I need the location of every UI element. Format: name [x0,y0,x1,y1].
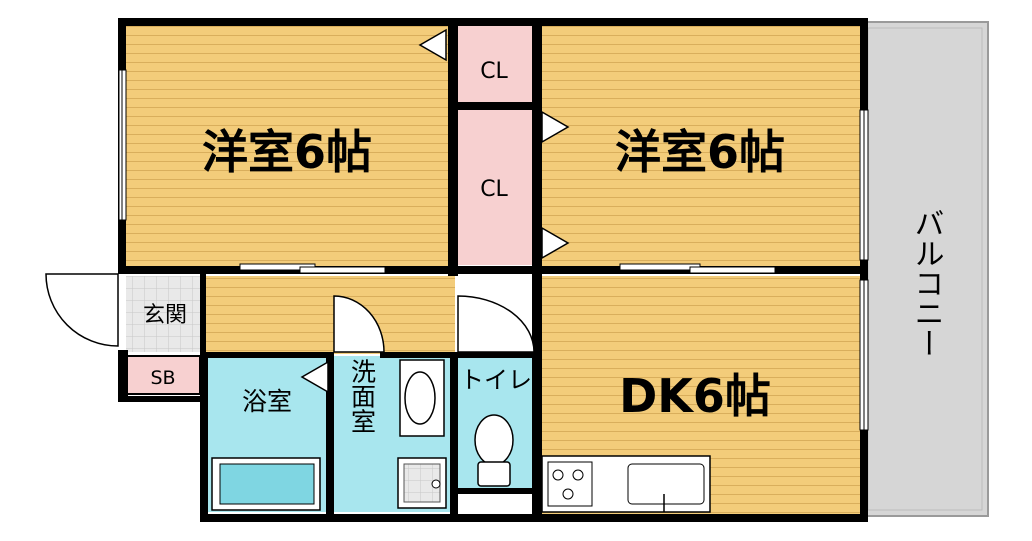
windows [118,69,869,431]
toilet-label: トイレ [460,366,532,394]
washing-machine-pan [397,457,447,509]
closet-door-markers [300,28,570,394]
room-label-western-right: 洋室6帖 [615,125,785,179]
entrance-label: 玄関 [143,303,187,328]
closet-middle [456,110,532,265]
walls [118,18,868,522]
washroom-label: 洗面室 [348,359,377,434]
entrance-floor [126,276,204,352]
wash-basin [399,359,445,437]
shoe-box [125,355,201,395]
bathroom-label: 浴室 [242,387,292,416]
room-label-western-left: 洋室6帖 [202,125,372,179]
shoe-box-label: SB [150,367,175,389]
toilet [474,414,514,487]
stove-icon [547,461,593,507]
hallway-floor [205,276,455,354]
room-label-dk: DK6帖 [619,369,771,423]
swing-doors [45,273,535,353]
sliding-doors [239,263,776,274]
western-room-left-floor [124,24,452,271]
bathtub [211,457,321,511]
closet-middle-label: CL [480,177,508,202]
sink-icon [627,463,705,512]
closet-top-label: CL [480,59,508,84]
balcony-label: バルコニー [909,208,944,358]
closet-top [456,24,532,102]
western-room-right-floor [540,24,862,271]
balcony [861,21,989,517]
